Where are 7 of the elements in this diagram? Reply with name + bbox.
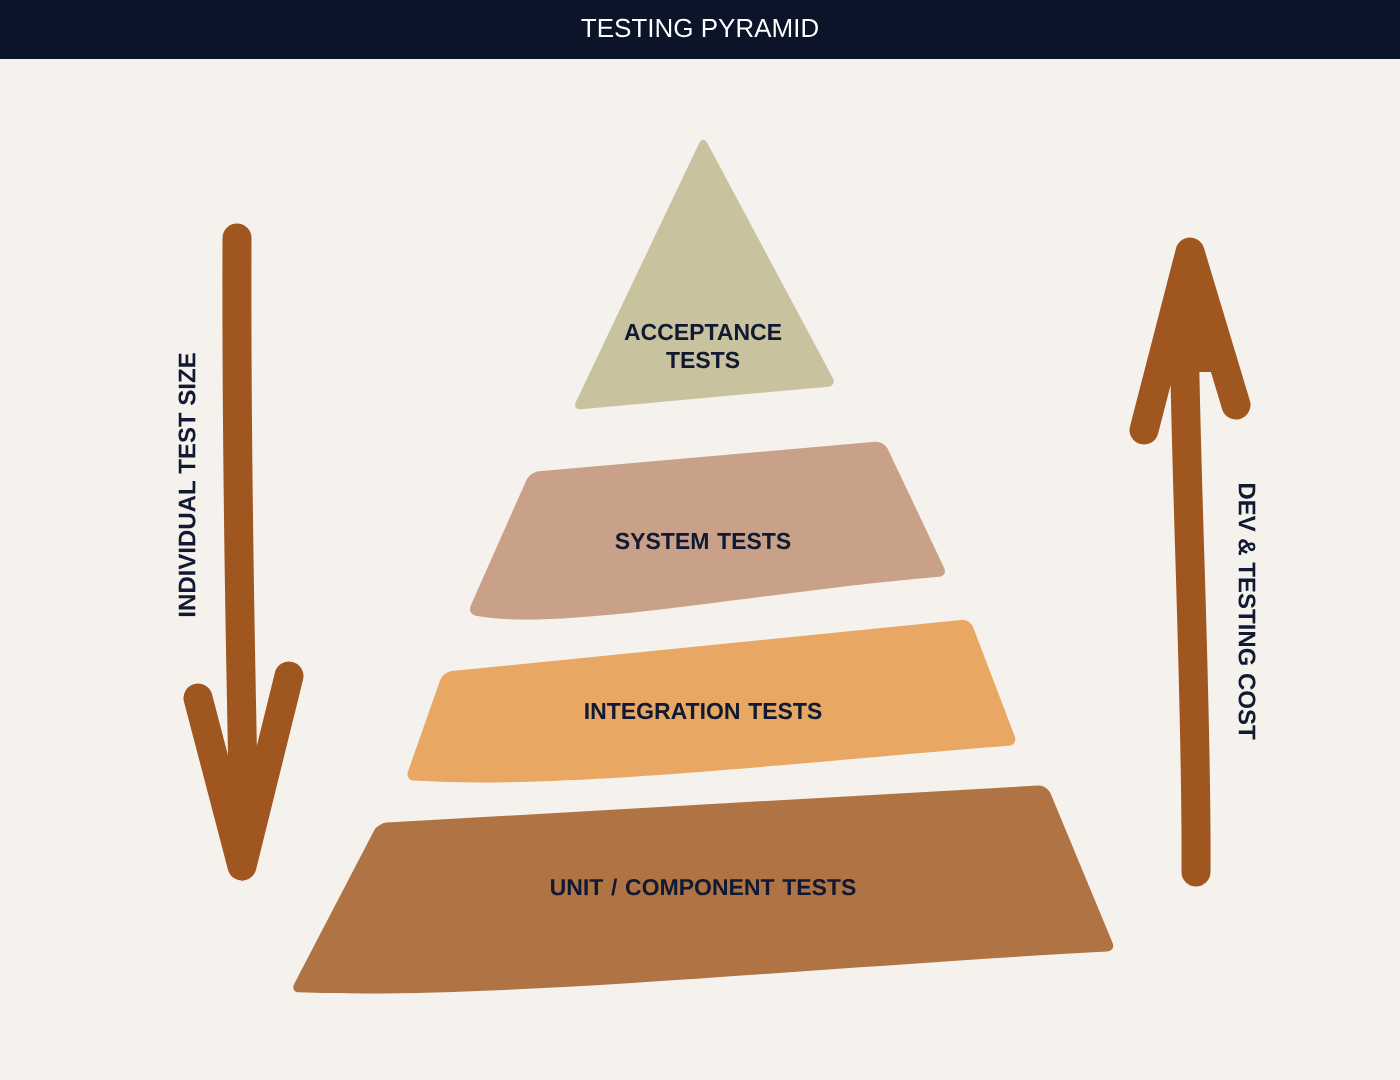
pyramid-tier: SYSTEM TESTS (469, 441, 945, 620)
pyramid-tier: ACCEPTANCE TESTS (575, 139, 834, 410)
title: TESTING PYRAMID (581, 18, 818, 38)
pyramid-tier: INTEGRATION TESTS (407, 619, 1016, 783)
arrow-label: DEV & TESTING COST (1238, 483, 1256, 740)
pyramid-tier: UNIT / COMPONENT TESTS (293, 785, 1114, 994)
arrow-label: INDIVIDUAL TEST SIZE (178, 353, 196, 617)
